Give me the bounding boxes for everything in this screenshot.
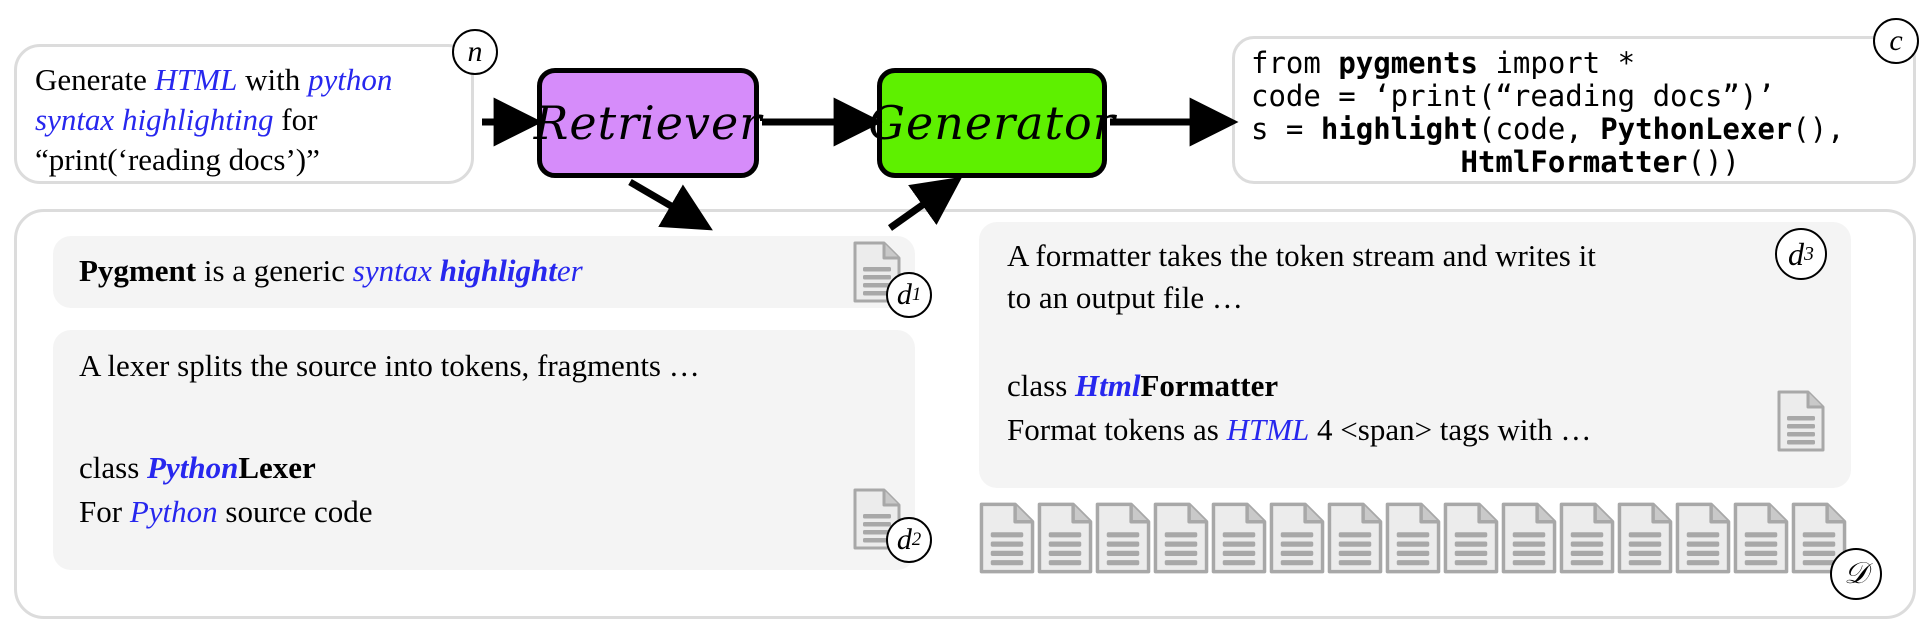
- query-line-1: Generate HTML with python: [35, 60, 453, 100]
- code-paren-1: (),: [1792, 112, 1845, 146]
- corpus-file-icon[interactable]: [1385, 502, 1441, 574]
- corpus-file-icon[interactable]: [1327, 502, 1383, 574]
- code-indent: [1251, 145, 1461, 179]
- d3-text-span-tags: 4 <span> tags with …: [1309, 412, 1592, 447]
- d1-kw-syntax: syntax: [352, 253, 440, 288]
- d3-line-4: Format tokens as HTML 4 <span> tags with…: [1007, 408, 1591, 451]
- d3-kw-html: Html: [1075, 368, 1141, 403]
- d3-line-2: to an output file …: [1007, 280, 1243, 315]
- d1-kw-highlight: highlight: [439, 253, 557, 288]
- d2-kw-python-2: Python: [129, 494, 218, 529]
- d2-kw-lexer: Lexer: [238, 450, 316, 485]
- d2-text-source: source code: [217, 494, 373, 529]
- d3-kw-html-2: HTML: [1226, 412, 1310, 447]
- corpus-panel: Pygment is a generic syntax highlighter …: [14, 209, 1916, 619]
- code-line-4: HtmlFormatter()): [1251, 146, 1913, 179]
- code-cls-htmlformatter: HtmlFormatter: [1460, 145, 1688, 179]
- code-arg-code: (code,: [1477, 112, 1601, 146]
- corpus-file-icon[interactable]: [1443, 502, 1499, 574]
- document-card-d1[interactable]: Pygment is a generic syntax highlighter: [53, 236, 915, 308]
- d1-label-sub: 1: [911, 284, 922, 305]
- d2-line-3: For Python source code: [79, 490, 373, 533]
- code-fn-highlight: highlight: [1320, 112, 1478, 146]
- document-card-d3[interactable]: A formatter takes the token stream and w…: [979, 222, 1851, 488]
- d1-text: Pygment is a generic syntax highlighter: [79, 249, 583, 292]
- retriever-stage[interactable]: Retriever: [534, 68, 761, 178]
- d1-term-pygment: Pygment: [79, 253, 197, 288]
- query-label-n: n: [452, 29, 498, 75]
- corpus-file-icon[interactable]: [1269, 502, 1325, 574]
- query-text-generate: Generate: [35, 62, 155, 97]
- d3-line-3: class HtmlFormatter: [1007, 364, 1278, 407]
- d1-text-generic: is a generic: [196, 253, 353, 288]
- corpus-file-icon[interactable]: [1675, 502, 1731, 574]
- code-kw-from: from: [1251, 46, 1339, 80]
- code-import-star: import *: [1478, 46, 1636, 80]
- code-var-s: s =: [1251, 112, 1321, 146]
- query-keyword-syntax-highlighting: syntax highlighting: [35, 102, 274, 137]
- d3-kw-class: class: [1007, 368, 1076, 403]
- query-text-with: with: [237, 62, 308, 97]
- query-line-2: syntax highlighting for: [35, 100, 453, 140]
- corpus-file-icon[interactable]: [1037, 502, 1093, 574]
- d3-label-letter: d: [1788, 235, 1805, 272]
- d2-label-sub: 2: [911, 529, 922, 550]
- code-paren-2: ()): [1687, 145, 1740, 179]
- query-line-3: “print(‘reading docs’)”: [35, 142, 320, 177]
- code-line-1: from pygments import *: [1251, 47, 1913, 80]
- code-label-c: c: [1873, 18, 1919, 64]
- document-card-d2[interactable]: A lexer splits the source into tokens, f…: [53, 330, 915, 570]
- query-text-for: for: [273, 102, 318, 137]
- corpus-file-icon[interactable]: [1501, 502, 1557, 574]
- query-box: Generate HTML with python syntax highlig…: [14, 44, 474, 184]
- code-cls-pythonlexer: PythonLexer: [1600, 112, 1793, 146]
- d2-kw-python: Python: [147, 450, 239, 485]
- file-icon-d3: [1777, 390, 1825, 452]
- query-keyword-html: HTML: [154, 62, 238, 97]
- d2-line-2: class PythonLexer: [79, 446, 316, 489]
- generator-stage[interactable]: Generator: [868, 68, 1115, 178]
- corpus-file-icon[interactable]: [1095, 502, 1151, 574]
- corpus-label-D: 𝒟: [1830, 548, 1882, 600]
- code-line-2: code = ‘print(“reading docs”)’: [1251, 79, 1775, 113]
- corpus-document-strip[interactable]: [979, 502, 1859, 588]
- d1-kw-er: er: [556, 253, 583, 288]
- d3-line-1: A formatter takes the token stream and w…: [1007, 238, 1596, 273]
- code-module-pygments: pygments: [1338, 46, 1478, 80]
- d3-label-sub: 3: [1804, 242, 1814, 265]
- code-line-3: s = highlight(code, PythonLexer(),: [1251, 113, 1913, 146]
- corpus-file-icon[interactable]: [1791, 502, 1847, 574]
- corpus-file-icon[interactable]: [979, 502, 1035, 574]
- corpus-file-icon[interactable]: [1733, 502, 1789, 574]
- corpus-file-icon[interactable]: [1617, 502, 1673, 574]
- d2-text-for: For: [79, 494, 130, 529]
- code-output-box: from pygments import * code = ‘print(“re…: [1232, 36, 1916, 184]
- d2-kw-class: class: [79, 450, 148, 485]
- d1-label-letter: d: [896, 278, 912, 311]
- d3-text-format: Format tokens as: [1007, 412, 1227, 447]
- corpus-file-icon[interactable]: [1153, 502, 1209, 574]
- d2-label-letter: d: [896, 523, 912, 556]
- query-keyword-python: python: [307, 62, 393, 97]
- d3-kw-formatter: Formatter: [1140, 368, 1279, 403]
- corpus-file-icon[interactable]: [1559, 502, 1615, 574]
- d2-line-1: A lexer splits the source into tokens, f…: [79, 348, 700, 383]
- corpus-file-icon[interactable]: [1211, 502, 1267, 574]
